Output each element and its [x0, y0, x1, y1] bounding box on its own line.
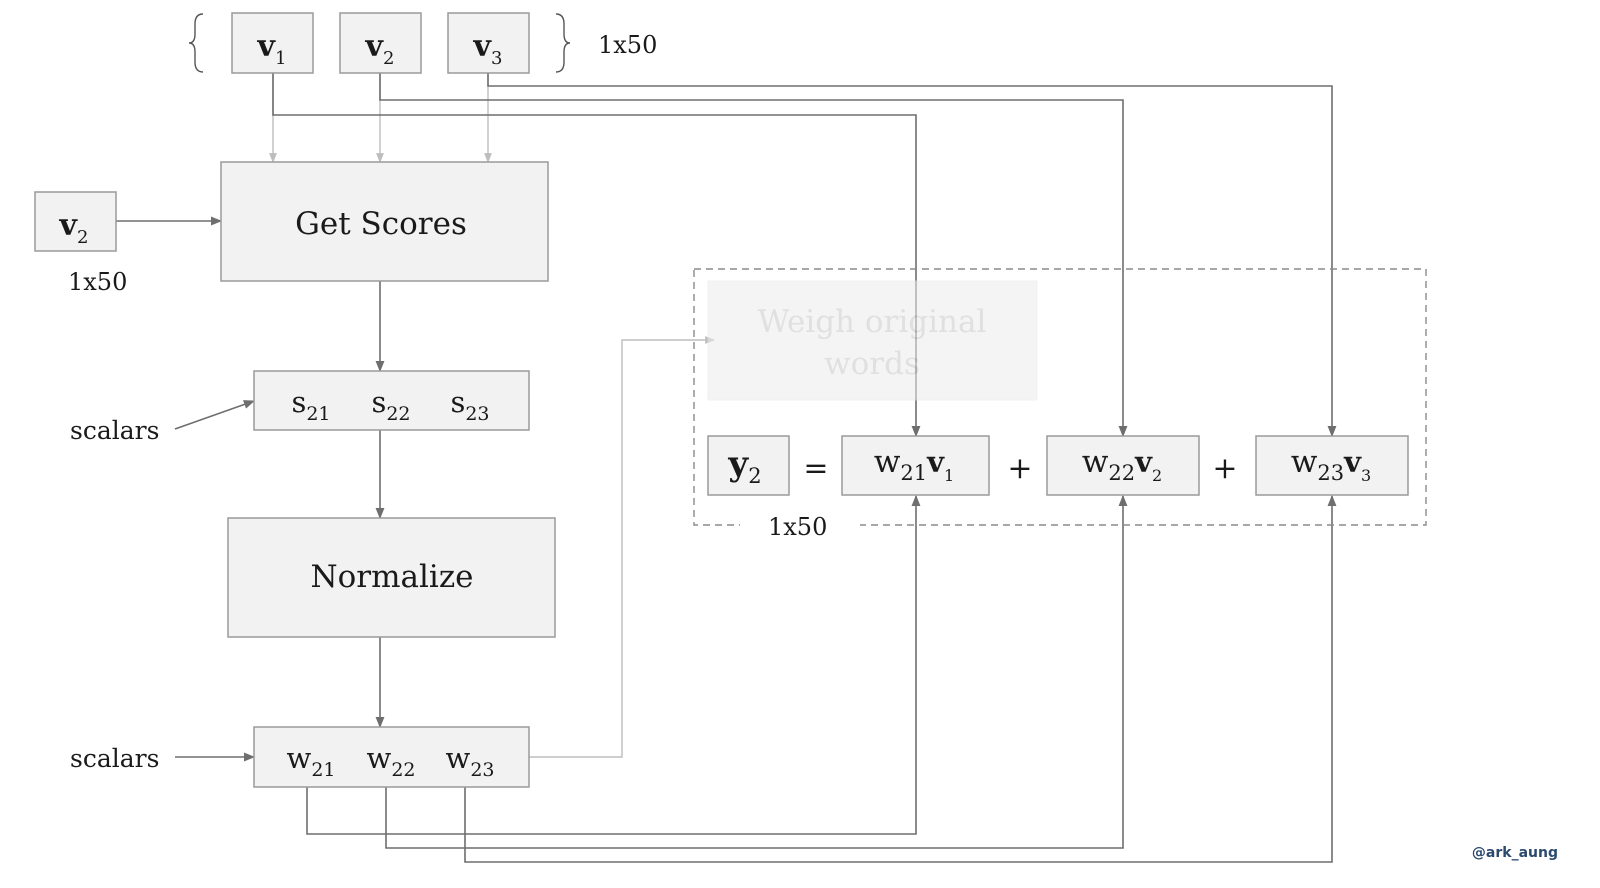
- left-brace: [188, 13, 204, 73]
- score-s22: s22: [371, 385, 410, 425]
- weighted-term-3: w23v3: [1255, 435, 1409, 496]
- w21-to-term1-wire: [306, 494, 921, 835]
- plus-sign-2: +: [1212, 451, 1237, 486]
- weighted-term-2: w22v2: [1046, 435, 1200, 496]
- svg-text:y2: y2: [727, 444, 761, 488]
- score-s23: s23: [450, 385, 489, 425]
- v2-to-term2-wire: [379, 73, 1128, 438]
- author-watermark: @ark_aung: [1472, 845, 1558, 861]
- output-y2: y2: [707, 435, 790, 496]
- query-shape-label: 1x50: [68, 268, 127, 296]
- svg-text:w22v2: w22v2: [1082, 444, 1162, 485]
- svg-text:w21v1: w21v1: [874, 444, 954, 485]
- weights-row: w21 w22 w23: [253, 726, 530, 788]
- weights-note: scalars: [70, 744, 159, 773]
- weight-w22: w22: [366, 741, 415, 781]
- weigh-dashed-region: [693, 268, 1427, 526]
- output-shape-label: 1x50: [768, 513, 827, 541]
- input-shape-label: 1x50: [598, 31, 657, 59]
- input-vector-v2: v2: [339, 12, 422, 74]
- weigh-title-line1: Weigh original: [758, 304, 987, 340]
- scores-row: s21 s22 s23: [253, 370, 530, 431]
- equals-sign: =: [803, 451, 828, 486]
- get-scores-block: Get Scores: [220, 161, 549, 282]
- svg-text:v1: v1: [257, 29, 287, 69]
- normalize-label: Normalize: [311, 559, 474, 595]
- input-vector-v3: v3: [447, 12, 530, 74]
- svg-text:v2: v2: [59, 208, 89, 248]
- weight-w21: w21: [286, 741, 335, 781]
- get-scores-label: Get Scores: [295, 206, 467, 242]
- w22-to-term2-wire: [385, 494, 1128, 849]
- right-brace: [555, 13, 571, 73]
- input-vector-v1: v1: [231, 12, 314, 74]
- normalize-block: Normalize: [227, 517, 556, 638]
- svg-text:v3: v3: [473, 29, 503, 69]
- scores-note-arrow: [174, 400, 256, 430]
- v1-to-term1-wire: [272, 73, 921, 438]
- weight-w23: w23: [445, 741, 494, 781]
- query-vector-v2: v2: [34, 191, 117, 252]
- dash-gap: [740, 519, 860, 531]
- w23-to-term3-wire: [464, 494, 1337, 863]
- scores-note: scalars: [70, 416, 159, 445]
- svg-text:v2: v2: [365, 29, 395, 69]
- plus-sign-1: +: [1007, 451, 1032, 486]
- score-s21: s21: [291, 385, 330, 425]
- v3-to-term3-wire: [487, 73, 1337, 438]
- svg-text:w23v3: w23v3: [1291, 444, 1371, 485]
- weighted-term-1: w21v1: [841, 435, 990, 496]
- weigh-title-block: Weigh original words: [707, 280, 1038, 401]
- weights-to-weigh-wire: [529, 336, 715, 758]
- weigh-title-line2: words: [824, 346, 920, 382]
